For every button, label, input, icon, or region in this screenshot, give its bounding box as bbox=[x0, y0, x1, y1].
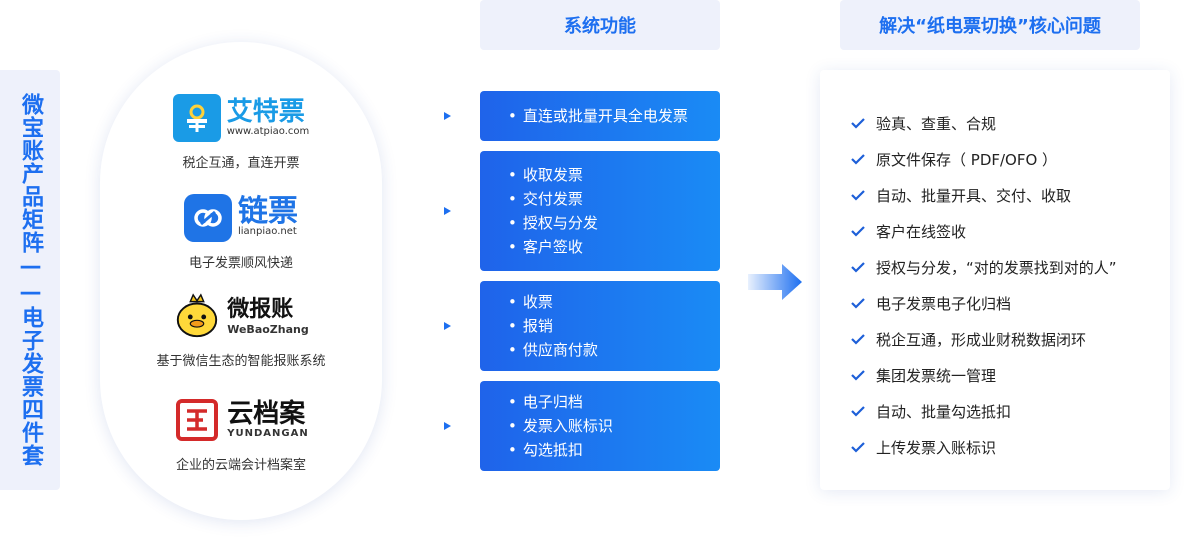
feature-box-archiving: 电子归档 发票入账标识 勾选抵扣 bbox=[480, 381, 720, 471]
features-header: 系统功能 bbox=[480, 0, 720, 50]
feature-item: 收票 bbox=[508, 290, 692, 314]
feature-item: 客户签收 bbox=[508, 235, 692, 259]
issue-text: 集团发票统一管理 bbox=[876, 366, 997, 385]
issue-text: 验真、查重、合规 bbox=[876, 114, 997, 133]
product-logo-name: 云档案 bbox=[227, 399, 306, 429]
arrow-right-icon bbox=[402, 112, 451, 120]
feature-box-issuing: 直连或批量开具全电发票 bbox=[480, 91, 720, 141]
feature-item: 交付发票 bbox=[508, 187, 692, 211]
product-description: 企业的云端会计档案室 bbox=[175, 458, 306, 473]
product-description: 电子发票顺风快递 bbox=[188, 256, 293, 271]
feature-item: 发票入账标识 bbox=[508, 414, 692, 438]
big-arrow-right-icon bbox=[748, 264, 802, 300]
check-icon bbox=[851, 406, 865, 417]
issue-text: 税企互通，形成业财税数据闭环 bbox=[876, 330, 1087, 349]
issue-item: 验真、查重、合规 bbox=[850, 105, 1170, 141]
product-logo-name: 链票 bbox=[238, 194, 298, 229]
product-logo-domain: YUNDANGAN bbox=[227, 428, 309, 439]
product-logo-name: 微报账 bbox=[227, 297, 294, 322]
feature-item: 勾选抵扣 bbox=[508, 438, 692, 462]
feature-item: 授权与分发 bbox=[508, 211, 692, 235]
yundangan-seal-icon bbox=[173, 396, 221, 444]
issue-item: 上传发票入账标识 bbox=[850, 429, 1170, 465]
product-logo-domain: WeBaoZhang bbox=[227, 323, 309, 336]
product-panel: 艾特票 www.atpiao.com 税企互通，直连开票 链票 lianpiao… bbox=[100, 42, 382, 520]
issue-item: 自动、批量开具、交付、收取 bbox=[850, 177, 1170, 213]
check-icon bbox=[851, 262, 865, 273]
issue-text: 上传发票入账标识 bbox=[876, 438, 997, 457]
side-label-text: 微宝账产品矩阵——电子发票四件套 bbox=[18, 93, 43, 467]
issue-text: 自动、批量开具、交付、收取 bbox=[876, 186, 1072, 205]
feature-item: 供应商付款 bbox=[508, 338, 692, 362]
product-description: 基于微信生态的智能报账系统 bbox=[156, 354, 326, 369]
issue-text: 自动、批量勾选抵扣 bbox=[876, 402, 1012, 421]
check-icon bbox=[851, 298, 865, 309]
arrow-right-icon bbox=[402, 322, 451, 330]
issue-text: 客户在线签收 bbox=[876, 222, 967, 241]
feature-item: 电子归档 bbox=[508, 390, 692, 414]
issue-item: 税企互通，形成业财税数据闭环 bbox=[850, 321, 1170, 357]
check-icon bbox=[851, 442, 865, 453]
issue-item: 电子发票电子化归档 bbox=[850, 285, 1170, 321]
feature-item: 报销 bbox=[508, 314, 692, 338]
check-icon bbox=[851, 190, 865, 201]
issue-item: 客户在线签收 bbox=[850, 213, 1170, 249]
product-logo-domain: lianpiao.net bbox=[238, 226, 297, 237]
product-description: 税企互通，直连开票 bbox=[182, 156, 300, 171]
issues-panel: 验真、查重、合规 原文件保存（ PDF/OFO ） 自动、批量开具、交付、收取 … bbox=[820, 70, 1170, 490]
check-icon bbox=[851, 118, 865, 129]
issue-item: 原文件保存（ PDF/OFO ） bbox=[850, 141, 1170, 177]
issue-item: 自动、批量勾选抵扣 bbox=[850, 393, 1170, 429]
product-webaozhang[interactable]: 微报账 WeBaoZhang 基于微信生态的智能报账系统 bbox=[100, 290, 382, 369]
issue-item: 授权与分发，“对的发票找到对的人” bbox=[850, 249, 1170, 285]
arrow-right-icon bbox=[402, 207, 451, 215]
product-logo-name: 艾特票 bbox=[226, 97, 305, 127]
lianpiao-logo-icon bbox=[184, 194, 232, 242]
issue-text: 电子发票电子化归档 bbox=[876, 294, 1012, 313]
arrow-right-icon bbox=[402, 422, 451, 430]
issue-text: 原文件保存（ PDF/OFO ） bbox=[876, 150, 1058, 169]
product-matrix-label: 微宝账产品矩阵——电子发票四件套 bbox=[0, 70, 60, 490]
check-icon bbox=[851, 226, 865, 237]
webaozhang-chick-icon bbox=[173, 292, 221, 340]
product-yundangan[interactable]: 云档案 YUNDANGAN 企业的云端会计档案室 bbox=[100, 394, 382, 473]
atpiao-logo-icon bbox=[172, 94, 221, 142]
feature-item: 直连或批量开具全电发票 bbox=[508, 104, 692, 128]
product-logo-domain: www.atpiao.com bbox=[226, 126, 310, 137]
check-icon bbox=[851, 334, 865, 345]
product-atpiao[interactable]: 艾特票 www.atpiao.com 税企互通，直连开票 bbox=[100, 92, 382, 171]
product-lianpiao[interactable]: 链票 lianpiao.net 电子发票顺风快递 bbox=[100, 192, 382, 271]
issues-header: 解决“纸电票切换”核心问题 bbox=[840, 0, 1140, 50]
issue-item: 集团发票统一管理 bbox=[850, 357, 1170, 393]
feature-item: 收取发票 bbox=[508, 163, 692, 187]
feature-box-delivery: 收取发票 交付发票 授权与分发 客户签收 bbox=[480, 151, 720, 271]
issue-text: 授权与分发，“对的发票找到对的人” bbox=[876, 258, 1117, 277]
feature-box-reimbursement: 收票 报销 供应商付款 bbox=[480, 281, 720, 371]
check-icon bbox=[851, 370, 865, 381]
check-icon bbox=[851, 154, 865, 165]
